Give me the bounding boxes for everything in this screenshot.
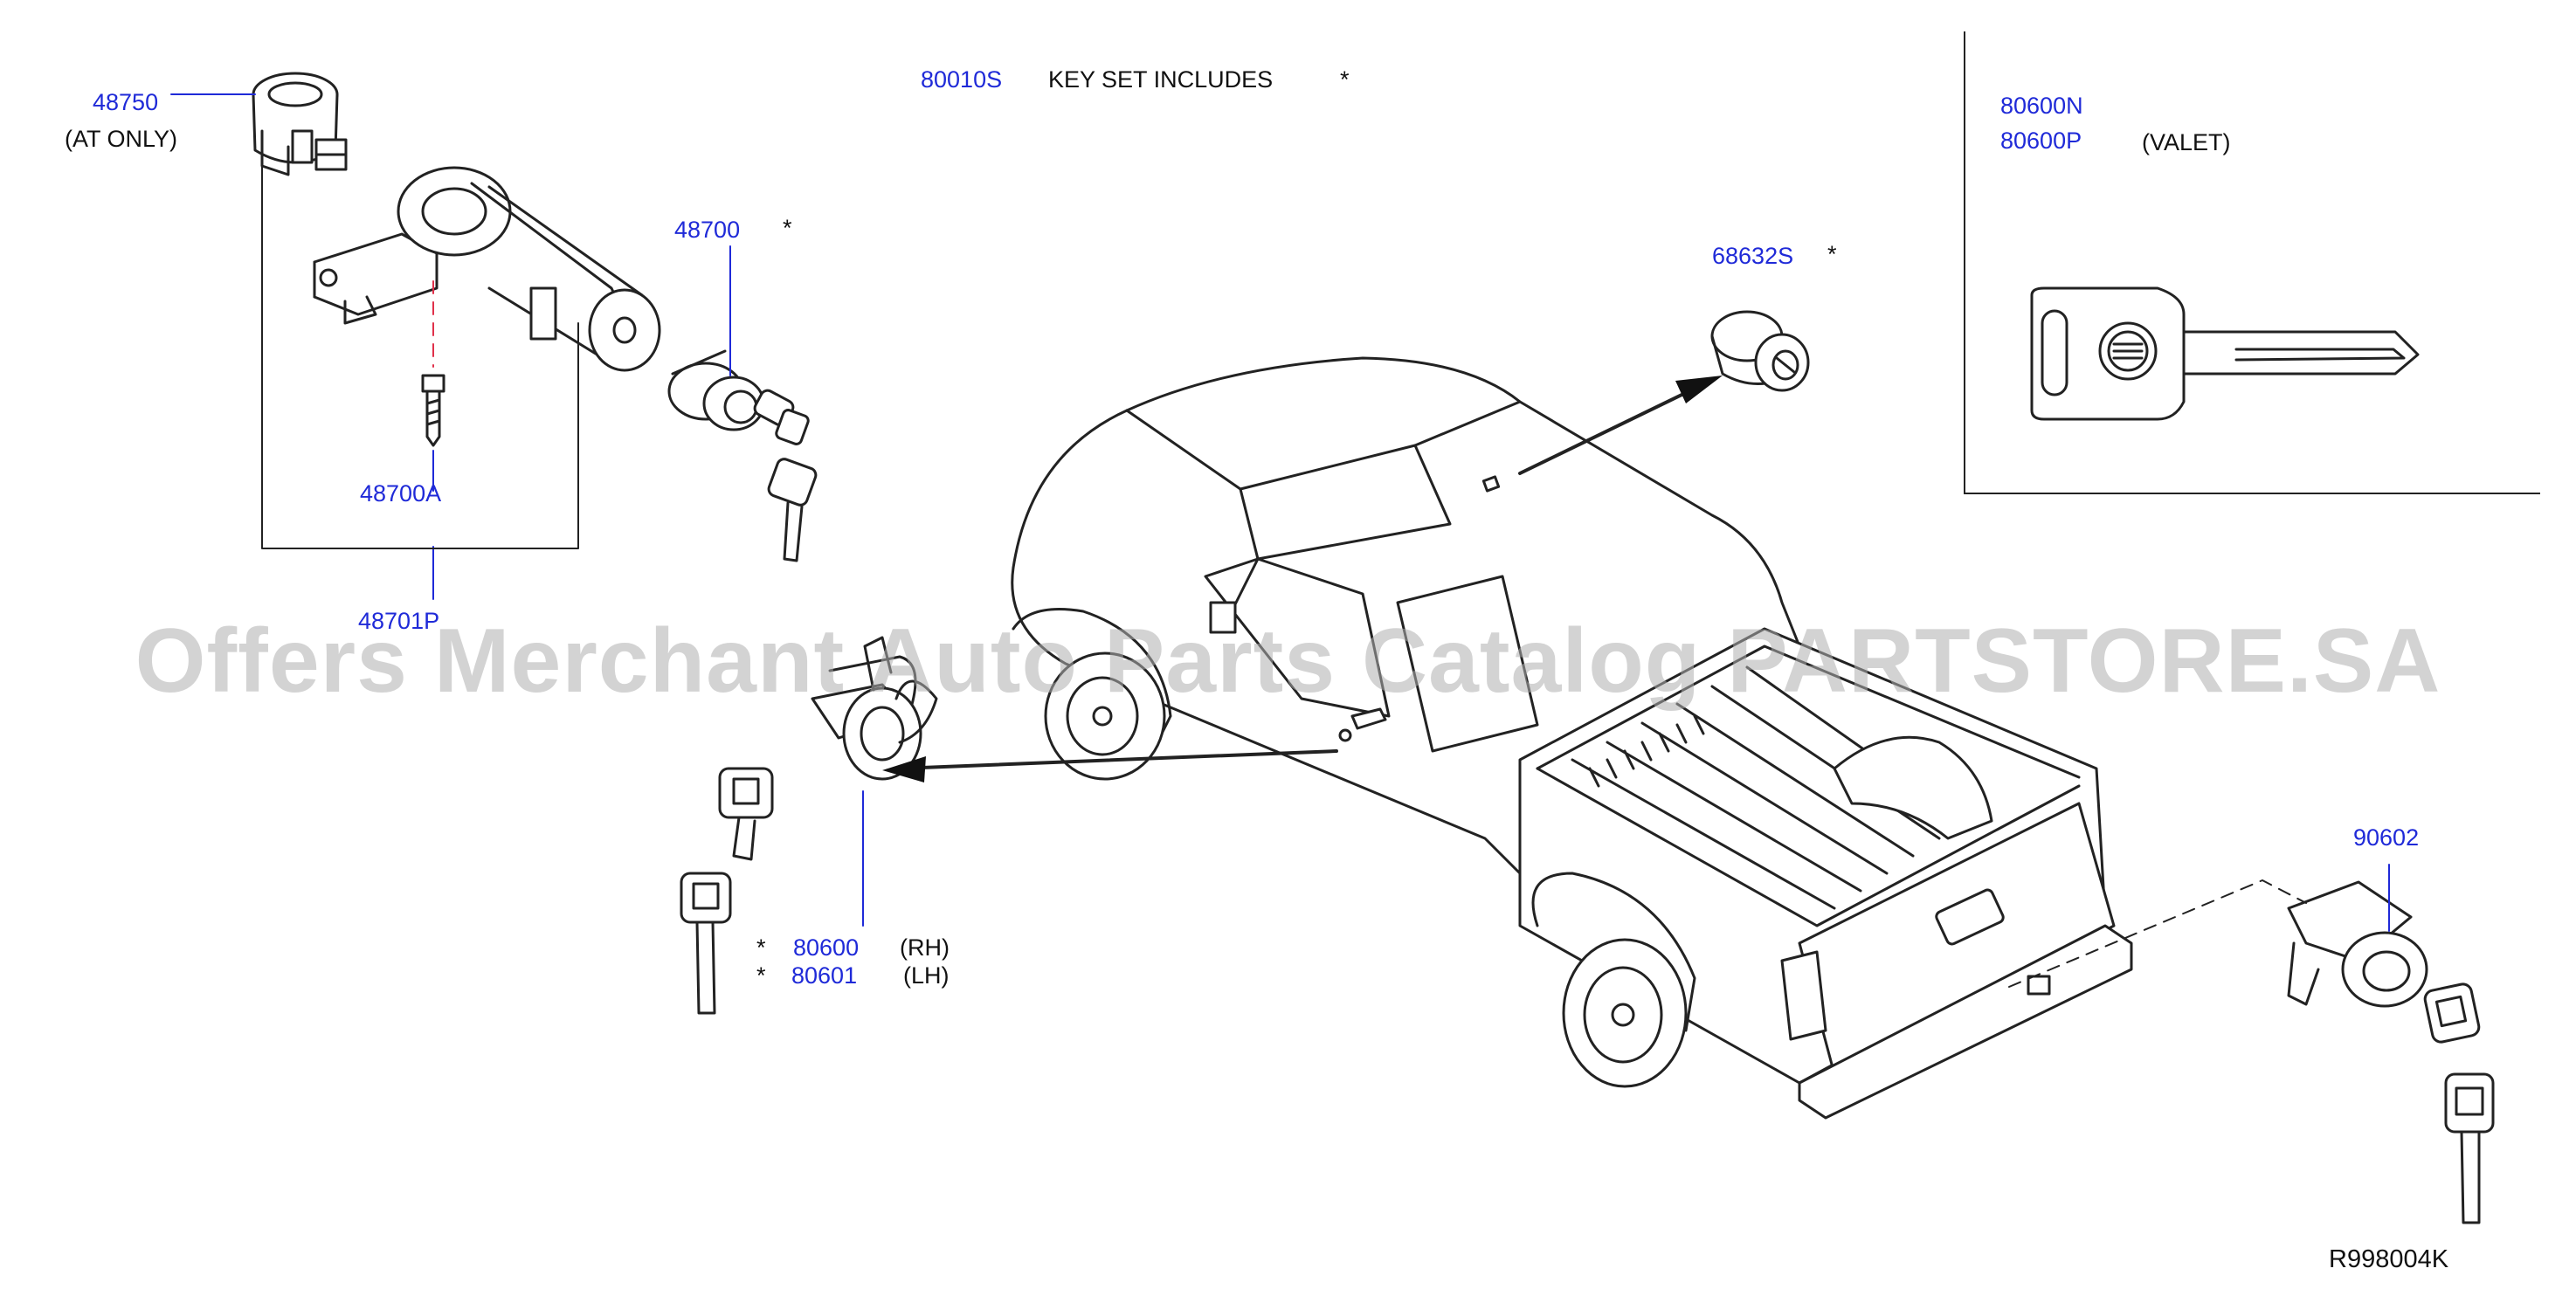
- note-valet: (VALET): [2142, 129, 2231, 155]
- tailgate-lock-90602: [2287, 880, 2495, 1224]
- pickup-truck-illustration: [1011, 356, 2133, 1120]
- part-number-80010S[interactable]: 80010S: [921, 66, 1003, 93]
- leader-lines: [170, 93, 2390, 932]
- asterisk-80601: *: [756, 962, 766, 989]
- part-number-48750[interactable]: 48750: [93, 89, 159, 115]
- note-key-set-includes: KEY SET INCLUDES: [1048, 66, 1274, 93]
- glove-box-lock-68632S: [1710, 310, 1810, 392]
- part-number-48700[interactable]: 48700: [674, 217, 741, 243]
- ignition-switch-48750: [252, 72, 348, 176]
- dashed-leader-tailgate: [2008, 879, 2307, 988]
- asterisk-48700: *: [783, 215, 792, 241]
- lock-cylinder-48700: [667, 349, 818, 562]
- part-number-48701P[interactable]: 48701P: [358, 608, 440, 634]
- valet-key-80600P: [2030, 286, 2420, 421]
- part-number-80600P[interactable]: 80600P: [2000, 128, 2082, 154]
- part-number-80600[interactable]: 80600: [793, 934, 860, 961]
- note-rh: (RH): [900, 934, 950, 961]
- steering-lock-body: [313, 166, 661, 372]
- part-number-80601[interactable]: 80601: [791, 962, 858, 989]
- asterisk-68632S: *: [1827, 241, 1837, 267]
- part-number-90602[interactable]: 90602: [2353, 824, 2420, 851]
- arrow-head-door: [882, 756, 926, 782]
- diagram-reference: R998004K: [2329, 1245, 2449, 1273]
- note-at-only: (AT ONLY): [65, 126, 178, 152]
- asterisk-80010S: *: [1340, 66, 1350, 93]
- watermark: Offers Merchant Auto Parts Catalog PARTS…: [135, 610, 2441, 712]
- note-lh: (LH): [903, 962, 950, 989]
- bracket-48701P: [261, 165, 579, 549]
- valet-key-inset-frame: [1964, 31, 2540, 494]
- asterisk-80600: *: [756, 934, 766, 961]
- arrow-head-glovebox: [1675, 376, 1723, 403]
- part-number-68632S[interactable]: 68632S: [1712, 243, 1794, 269]
- part-number-48700A[interactable]: 48700A: [360, 480, 442, 507]
- bolt-48700A: [421, 280, 445, 447]
- part-number-80600N[interactable]: 80600N: [2000, 93, 2083, 119]
- arrows: [898, 383, 1705, 770]
- door-lock-cylinder-80600: [680, 636, 938, 1015]
